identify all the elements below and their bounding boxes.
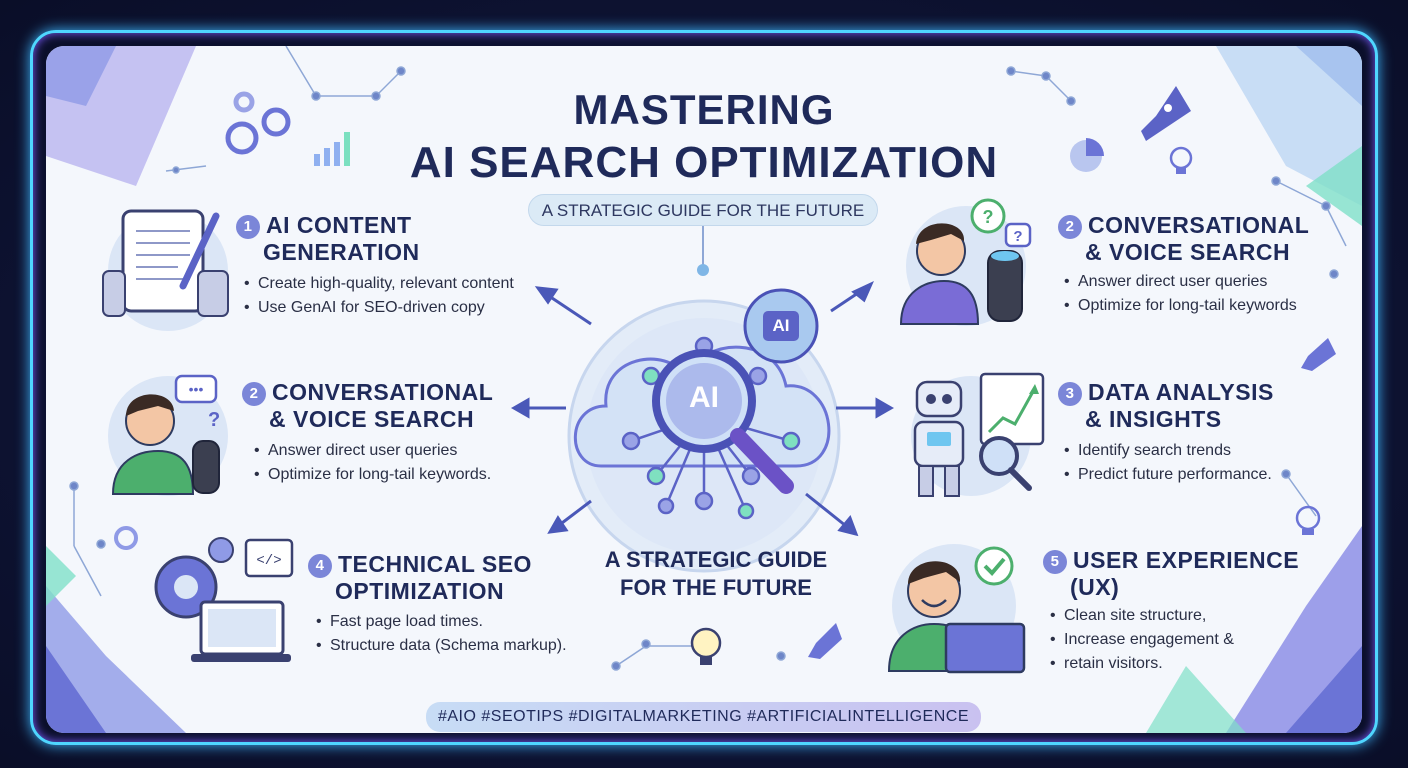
svg-text:?: ? bbox=[1013, 228, 1022, 245]
list-item: Answer direct user queries bbox=[1064, 270, 1297, 294]
section-data-analysis-bullets: Identify search trends Predict future pe… bbox=[1064, 439, 1272, 487]
heading-line1: USER EXPERIENCE bbox=[1073, 547, 1300, 573]
svg-text:</>: </> bbox=[256, 553, 281, 569]
heading-line2: GENERATION bbox=[263, 239, 420, 265]
heading-line1: TECHNICAL SEO bbox=[338, 551, 532, 577]
lightbulb-rocket-icons bbox=[690, 623, 842, 665]
center-hub-illustration bbox=[510, 226, 895, 573]
section-number-badge: 2 bbox=[242, 382, 266, 406]
heading-line1: AI CONTENT bbox=[266, 212, 412, 238]
section-number-badge: 1 bbox=[236, 215, 260, 239]
heading-line2: & VOICE SEARCH bbox=[269, 406, 475, 432]
infographic-card: MASTERING AI SEARCH OPTIMIZATION A STRAT… bbox=[46, 46, 1362, 733]
heading-line2: OPTIMIZATION bbox=[335, 578, 505, 604]
happy-user-laptop-illustration bbox=[887, 544, 1026, 674]
list-item-continuation: retain visitors. bbox=[1064, 655, 1163, 672]
section-conversational-right-bullets: Answer direct user queries Optimize for … bbox=[1064, 270, 1297, 318]
robot-chart-illustration bbox=[911, 372, 1045, 497]
page-title-line2: AI SEARCH OPTIMIZATION bbox=[409, 138, 999, 187]
heading-line1: DATA ANALYSIS bbox=[1088, 379, 1274, 405]
section-number-badge: 5 bbox=[1043, 550, 1067, 574]
center-ai-badge: AI bbox=[689, 381, 719, 414]
list-item: Optimize for long-tail keywords bbox=[1064, 294, 1297, 318]
section-number-badge: 3 bbox=[1058, 382, 1082, 406]
svg-text:?: ? bbox=[208, 409, 220, 431]
heading-line2: & INSIGHTS bbox=[1085, 406, 1222, 432]
section-content-generation-bullets: Create high-quality, relevant content Us… bbox=[244, 272, 514, 320]
list-item: Answer direct user queries bbox=[254, 439, 491, 463]
neon-frame bbox=[30, 30, 1378, 745]
list-item: Use GenAI for SEO-driven copy bbox=[244, 296, 514, 320]
section-user-experience-bullets: Clean site structure, Increase engagemen… bbox=[1050, 604, 1234, 676]
section-technical-seo-bullets: Fast page load times. Structure data (Sc… bbox=[316, 610, 567, 658]
center-caption-line1: A STRATEGIC GUIDE bbox=[604, 547, 828, 572]
svg-text:•••: ••• bbox=[189, 381, 204, 397]
list-item: Structure data (Schema markup). bbox=[316, 634, 567, 658]
laptop-code-illustration: </> bbox=[154, 537, 294, 662]
list-item: Clean site structure, bbox=[1050, 604, 1234, 628]
list-item: Increase engagement & bbox=[1050, 628, 1234, 652]
list-item: retain visitors. bbox=[1050, 652, 1234, 676]
list-item: Identify search trends bbox=[1064, 439, 1272, 463]
tablet-writing-illustration bbox=[102, 209, 229, 331]
svg-text:?: ? bbox=[983, 207, 994, 227]
heading-line1: CONVERSATIONAL bbox=[1088, 212, 1310, 238]
heading-line2: & VOICE SEARCH bbox=[1085, 239, 1291, 265]
hashtags-bar: #AIO #SEOTIPS #DIGITALMARKETING #ARTIFIC… bbox=[426, 702, 981, 732]
center-caption: A STRATEGIC GUIDE FOR THE FUTURE bbox=[566, 546, 866, 602]
brain-ai-badge: AI bbox=[772, 316, 790, 335]
heading-line1: CONVERSATIONAL bbox=[272, 379, 494, 405]
person-voice-assistant-illustration: ••• ? bbox=[108, 374, 228, 496]
center-caption-line2: FOR THE FUTURE bbox=[620, 575, 812, 600]
subtitle-pill: A STRATEGIC GUIDE FOR THE FUTURE bbox=[528, 194, 878, 226]
page-title-line1: MASTERING bbox=[573, 86, 835, 133]
heading-line2: (UX) bbox=[1070, 574, 1120, 600]
list-item: Optimize for long-tail keywords. bbox=[254, 463, 491, 487]
decorative-corner-shapes bbox=[46, 46, 1362, 733]
list-item: Fast page load times. bbox=[316, 610, 567, 634]
section-conversational-left-bullets: Answer direct user queries Optimize for … bbox=[254, 439, 491, 487]
person-smart-speaker-illustration: ? ? bbox=[899, 198, 1032, 326]
list-item: Create high-quality, relevant content bbox=[244, 272, 514, 296]
section-number-badge: 2 bbox=[1058, 215, 1082, 239]
section-number-badge: 4 bbox=[308, 554, 332, 578]
list-item: Predict future performance. bbox=[1064, 463, 1272, 487]
